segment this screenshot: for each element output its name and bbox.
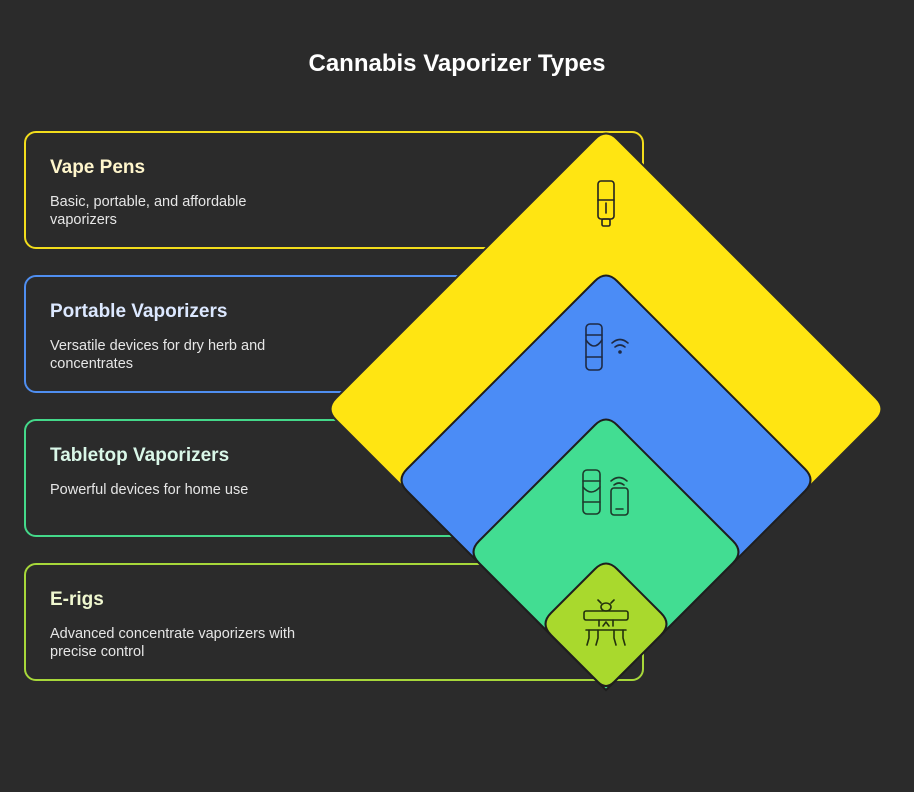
tabletop-vaporizer-icon (582, 469, 629, 516)
tier-diamond-4 (544, 562, 668, 687)
portable-vaporizer-icon (585, 323, 629, 371)
tier-description: Advanced concentrate vaporizers with pre… (50, 626, 296, 660)
tier-description: Versatile devices for dry herb and conce… (50, 338, 266, 372)
vape-pen-icon (597, 180, 615, 227)
tier-label: Vape Pens (50, 157, 146, 178)
diagram-title: Cannabis Vaporizer Types (308, 50, 606, 77)
tier-description: Powerful devices for home use (50, 482, 249, 498)
tier-diamond-3 (472, 418, 740, 692)
tier-label: Portable Vaporizers (50, 301, 228, 322)
tier-description: Basic, portable, and affordable vaporize… (50, 194, 247, 228)
tier-label: Tabletop Vaporizers (50, 445, 230, 466)
e-rig-icon (583, 599, 629, 646)
tier-label: E-rigs (50, 589, 104, 610)
